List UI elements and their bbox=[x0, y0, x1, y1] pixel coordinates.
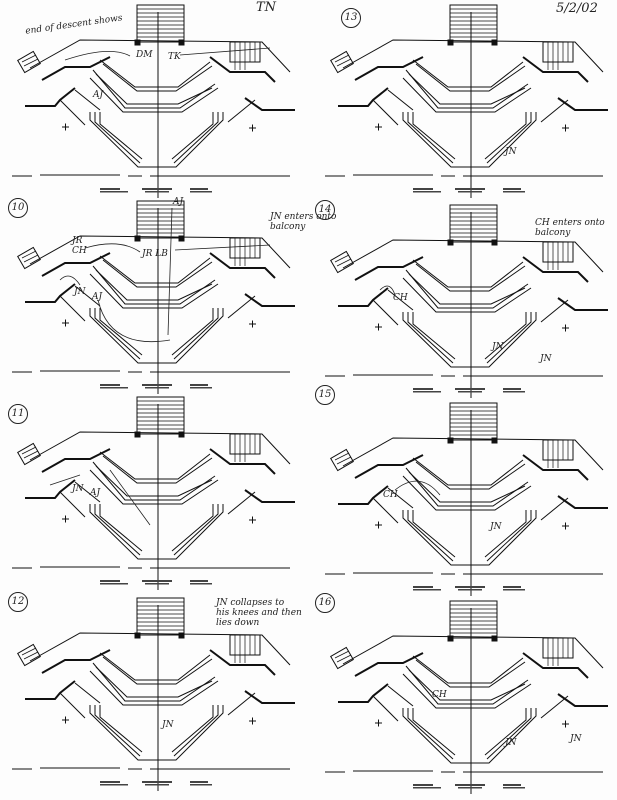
panel-number: 12 bbox=[8, 592, 28, 612]
stage-plan-10 bbox=[11, 200, 296, 395]
annotation: JN collapses to his knees and then lies … bbox=[216, 598, 302, 628]
stage-plan-16 bbox=[324, 600, 609, 795]
annotation: JN bbox=[505, 147, 517, 157]
annotation: JN bbox=[492, 342, 504, 352]
date: 5/2/02 bbox=[556, 1, 598, 16]
annotation: JN bbox=[74, 287, 86, 297]
stage-plan-1 bbox=[11, 4, 296, 199]
annotation: AJ bbox=[173, 197, 184, 207]
movement-arrows bbox=[49, 47, 441, 526]
annotation: CH bbox=[383, 490, 398, 500]
annotation: JR LB bbox=[142, 249, 168, 259]
annotation: JN bbox=[540, 354, 552, 364]
annotation: JN bbox=[162, 720, 174, 730]
annotation: JN bbox=[505, 738, 517, 748]
annotation: JN bbox=[570, 734, 582, 744]
panel-number: 15 bbox=[315, 385, 335, 405]
annotation: DM bbox=[136, 50, 153, 60]
stage-plan-13 bbox=[324, 4, 609, 199]
stage-plan-15 bbox=[324, 402, 609, 597]
annotation: AJ bbox=[90, 488, 101, 498]
panel-number: 11 bbox=[8, 404, 28, 424]
panel-number: 16 bbox=[315, 593, 335, 613]
annotation: TK bbox=[168, 52, 181, 62]
annotation: CH bbox=[393, 293, 408, 303]
annotation: CH bbox=[432, 690, 447, 700]
stage-plan-11 bbox=[11, 396, 296, 591]
panel-number: 13 bbox=[341, 8, 361, 28]
annotation: CH enters onto balcony bbox=[535, 218, 605, 238]
annotation: JN bbox=[72, 484, 84, 494]
annotation: AJ bbox=[93, 90, 104, 100]
annotation: JR CH bbox=[72, 236, 87, 256]
annotation: JN bbox=[490, 522, 502, 532]
initials: TN bbox=[256, 0, 277, 15]
panel-number: 10 bbox=[8, 198, 28, 218]
panel-number: 14 bbox=[315, 200, 335, 220]
annotation: AJ bbox=[92, 292, 103, 302]
